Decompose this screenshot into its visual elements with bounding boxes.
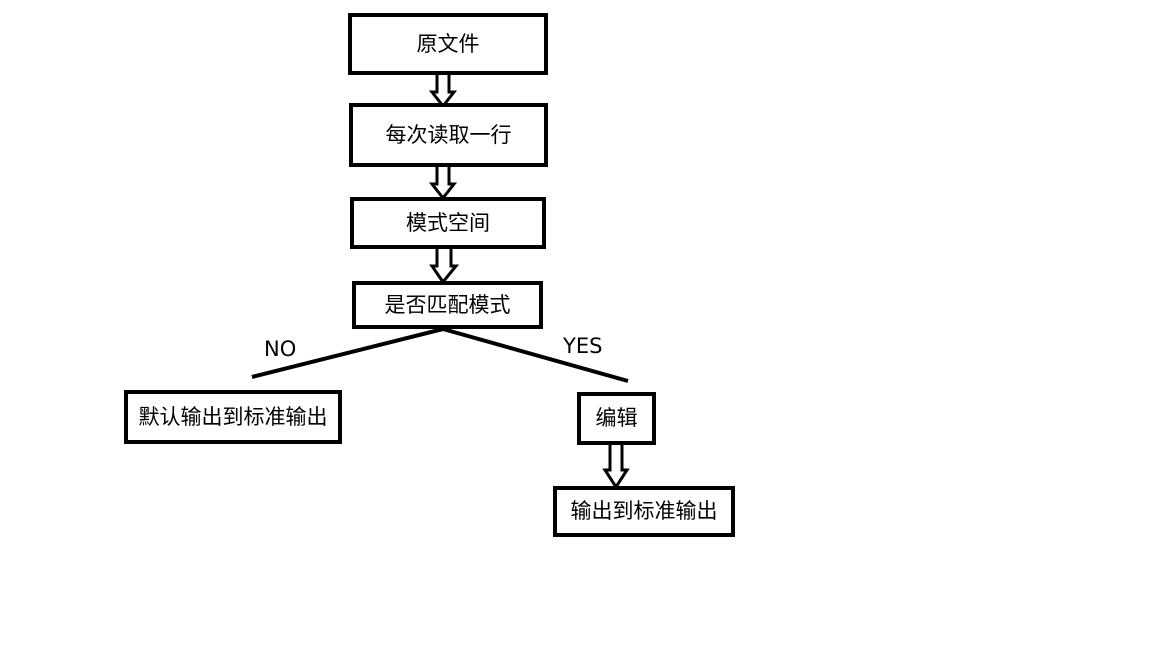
branch-label-yes: YES xyxy=(563,334,603,358)
arrow-pattern-to-match xyxy=(429,248,460,285)
node-match-pattern-label: 是否匹配模式 xyxy=(384,292,511,317)
node-output: 输出到标准输出 xyxy=(553,486,735,537)
node-pattern-space: 模式空间 xyxy=(350,197,546,249)
node-match-pattern: 是否匹配模式 xyxy=(352,281,543,329)
arrow-source-to-read xyxy=(428,74,458,109)
node-default-output: 默认输出到标准输出 xyxy=(124,390,342,444)
node-edit-label: 编辑 xyxy=(595,406,638,430)
branch-line-no xyxy=(251,327,444,379)
node-source-file: 原文件 xyxy=(348,13,548,75)
branch-line-yes xyxy=(442,327,629,383)
node-read-line: 每次读取一行 xyxy=(349,103,548,167)
node-read-line-label: 每次读取一行 xyxy=(385,122,512,147)
node-source-file-label: 原文件 xyxy=(416,31,480,56)
node-default-output-label: 默认输出到标准输出 xyxy=(138,404,328,429)
arrow-read-to-pattern xyxy=(428,166,458,201)
node-pattern-space-label: 模式空间 xyxy=(406,210,490,235)
branch-label-no: NO xyxy=(264,337,297,361)
arrow-edit-to-output xyxy=(602,443,630,490)
node-edit: 编辑 xyxy=(577,392,656,445)
node-output-label: 输出到标准输出 xyxy=(570,499,718,523)
